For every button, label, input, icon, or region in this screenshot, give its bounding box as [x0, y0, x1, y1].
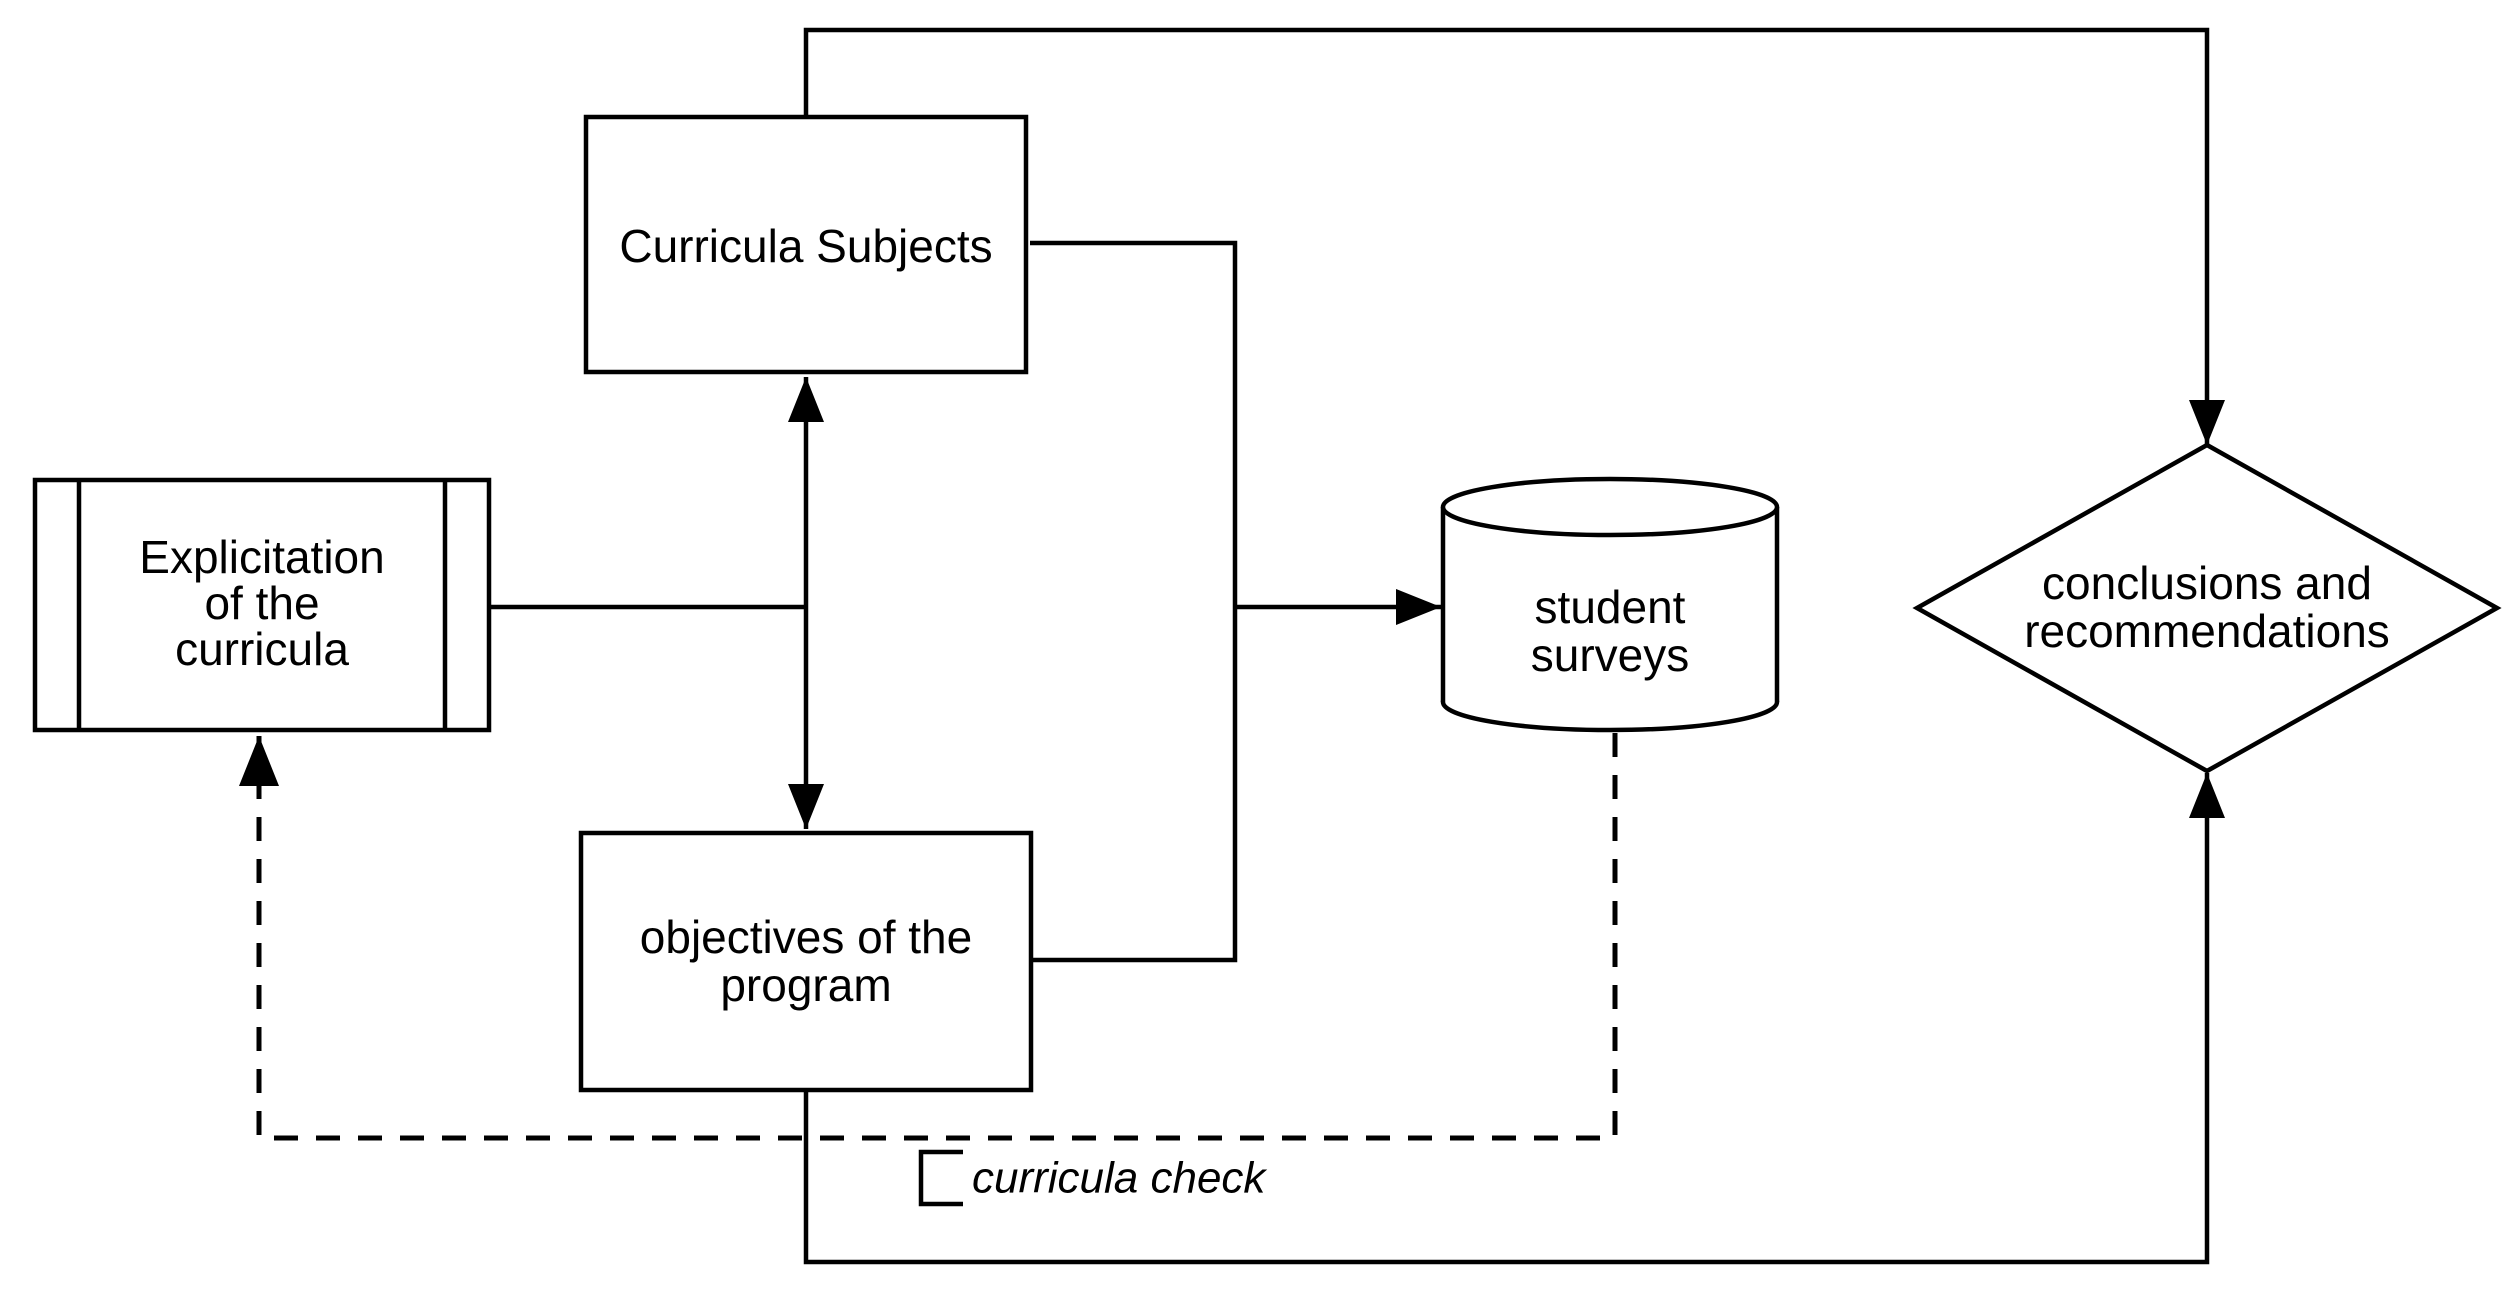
explicitation-label-line2: of the [204, 577, 319, 629]
node-conclusions-and-recommendations [1912, 442, 2502, 774]
explicitation-label-line3: curricula [175, 623, 349, 675]
node-student-surveys [1440, 476, 1780, 733]
node-curricula-subjects [583, 114, 1029, 375]
cylinder-top-ellipse [1440, 476, 1780, 538]
node-explicitation-of-the-curricula [32, 477, 492, 733]
annotation-curricula-check-label: curricula check [972, 1154, 1267, 1203]
edge-right-side-routing [1030, 240, 1238, 963]
edge-subjects-to-conclusions [803, 27, 2225, 445]
student-surveys-label-line2: surveys [1531, 629, 1689, 681]
objectives-label-line2: program [720, 959, 891, 1011]
curricula-subjects-label: Curricula Subjects [619, 220, 992, 272]
explicitation-label-line1: Explicitation [139, 531, 384, 583]
student-surveys-label-line1: student [1535, 581, 1686, 633]
annotation-bracket-icon [918, 1149, 963, 1207]
predefined-process-outline [32, 477, 492, 733]
conclusions-label-line1: conclusions and [2042, 557, 2372, 609]
edge-objectives-to-conclusions [803, 773, 2225, 1265]
cylinder-body-fill [1445, 505, 1775, 702]
node-objectives-of-the-program [578, 830, 1034, 1093]
conclusions-label-line2: recommendations [2024, 605, 2390, 657]
objectives-label-line1: objectives of the [640, 911, 972, 963]
